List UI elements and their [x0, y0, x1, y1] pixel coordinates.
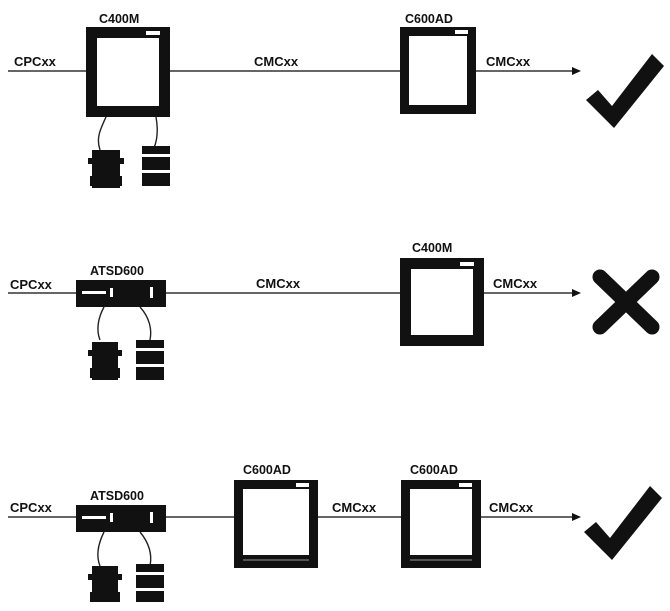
row3-input-label: CPCxx — [10, 500, 53, 515]
row2-keyboard-icon — [88, 342, 122, 380]
row1-device2-label: C600AD — [405, 12, 453, 26]
row3-device1-label: ATSD600 — [90, 489, 144, 503]
row2-output-label: CMCxx — [493, 276, 538, 291]
row3-check-icon — [584, 486, 662, 560]
row2-device1-switch-icon — [76, 280, 166, 307]
row1-arrow-head — [572, 67, 581, 75]
row2-link-label-1: CMCxx — [256, 276, 301, 291]
row3-device3-label: C600AD — [410, 463, 458, 477]
row3-device1-switch-icon — [76, 505, 166, 532]
row2-peripherals-icon — [97, 306, 152, 341]
row1-mouse-icon — [140, 146, 172, 186]
row1-peripherals-icon — [97, 116, 159, 151]
row3-arrow-head — [572, 513, 581, 521]
row3-keyboard-icon — [88, 566, 122, 602]
row2-device2-monitor-icon — [400, 258, 484, 346]
row1-device1-label: C400M — [99, 12, 139, 26]
row3-device2-monitor-icon — [234, 480, 318, 568]
row3-device3-monitor-icon — [401, 480, 481, 568]
row1-device1-monitor-icon — [86, 27, 170, 117]
row2-device1-label: ATSD600 — [90, 264, 144, 278]
row3-device2-label: C600AD — [243, 463, 291, 477]
row2-arrow-head — [572, 289, 581, 297]
row2-mouse-icon — [134, 340, 166, 380]
row3-peripherals-icon — [97, 531, 152, 567]
row3-mouse-icon — [134, 564, 166, 602]
row3-output-label: CMCxx — [489, 500, 534, 515]
row2-input-label: CPCxx — [10, 277, 53, 292]
row-2: CPCxx ATSD600 CMCxx C400M CMCxx — [8, 241, 660, 380]
row1-device2-monitor-icon — [400, 27, 476, 114]
row1-input-label: CPCxx — [14, 54, 57, 69]
row2-device2-label: C400M — [412, 241, 452, 255]
row1-check-icon — [586, 54, 664, 128]
row1-output-label: CMCxx — [486, 54, 531, 69]
row2-cross-icon — [592, 269, 660, 335]
row1-keyboard-icon — [88, 150, 124, 188]
row-1: CPCxx C400M CMCxx C600AD CMCxx — [8, 12, 664, 188]
row1-link-label-1: CMCxx — [254, 54, 299, 69]
row-3: CPCxx ATSD600 C600AD CMCxx C600AD CMCxx — [8, 463, 662, 602]
row3-link-label-1: CMCxx — [332, 500, 377, 515]
